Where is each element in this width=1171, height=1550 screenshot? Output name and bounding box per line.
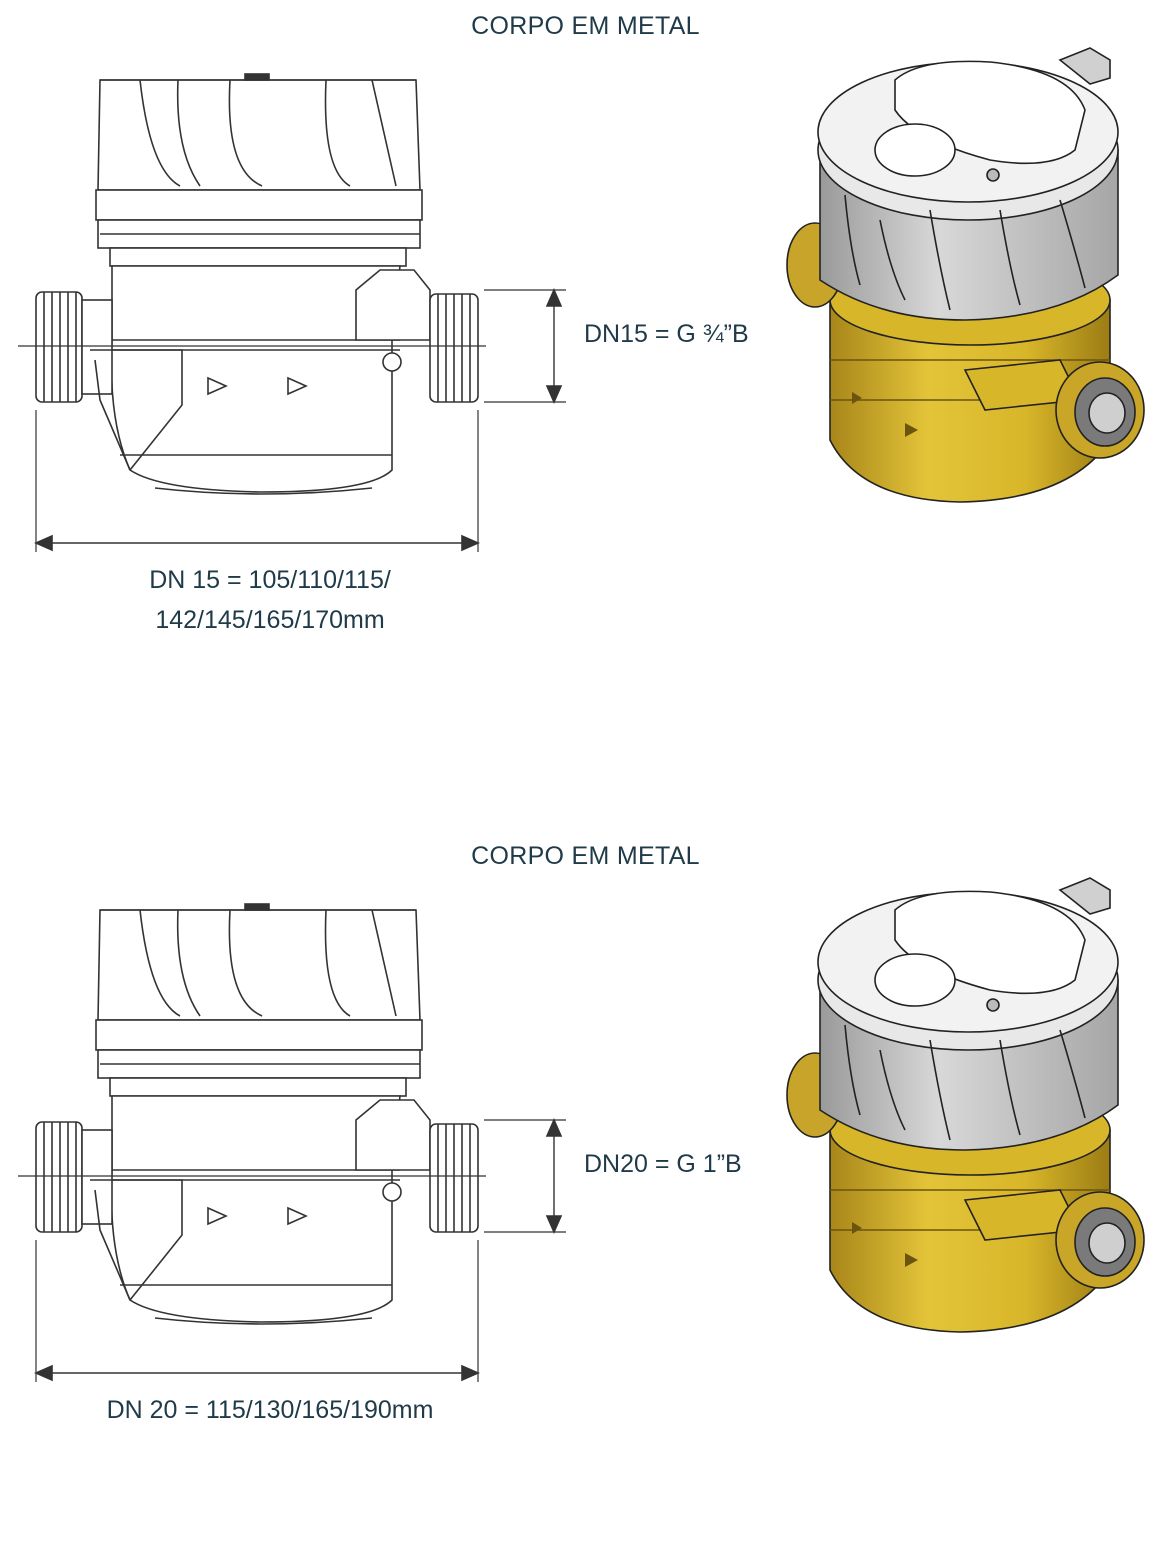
- meter-side-view-drawing: [18, 903, 566, 1382]
- connection-thread-label: DN20 = G 1”B: [584, 1150, 742, 1178]
- overall-length-label: DN 20 = 115/130/165/190mm: [40, 1390, 500, 1430]
- section-dn20: CORPO EM METAL: [0, 830, 1171, 1550]
- section-dn15: CORPO EM METAL: [0, 0, 1171, 720]
- meter-3d-render: [786, 47, 1145, 503]
- overall-length-label: DN 15 = 105/110/115/ 142/145/165/170mm: [60, 560, 480, 640]
- connection-thread-label: DN15 = G ¾”B: [584, 320, 749, 348]
- meter-3d-render: [786, 877, 1145, 1333]
- overall-length-line: DN 15 = 105/110/115/: [149, 566, 391, 594]
- overall-length-line: 142/145/165/170mm: [155, 606, 385, 634]
- meter-side-view-drawing: [18, 73, 566, 552]
- overall-length-line: DN 20 = 115/130/165/190mm: [106, 1396, 434, 1424]
- section-title: CORPO EM METAL: [471, 12, 700, 40]
- section-title: CORPO EM METAL: [471, 842, 700, 870]
